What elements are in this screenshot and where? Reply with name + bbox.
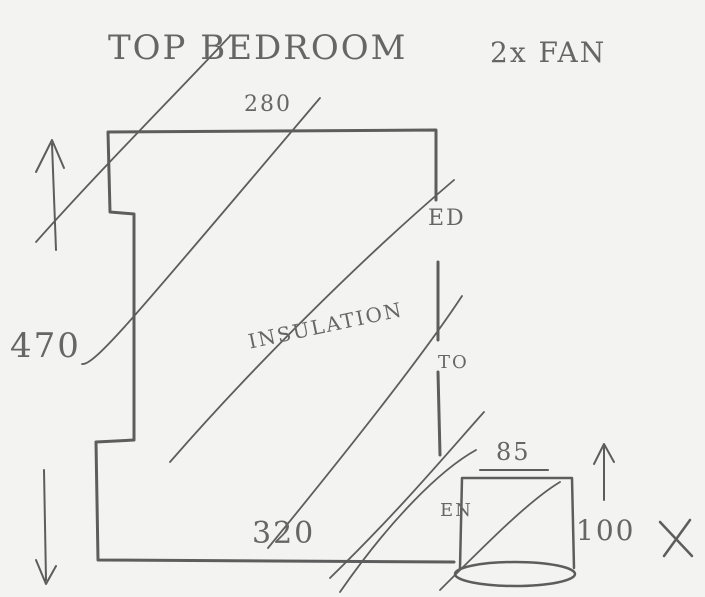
insulation-hatching xyxy=(35,35,561,593)
x-mark xyxy=(658,518,694,558)
dimension-box-height: 100 xyxy=(576,514,636,547)
dimension-top: 280 xyxy=(244,92,292,117)
dimension-right-lower: EN xyxy=(440,500,473,521)
dimension-right-mid: TO xyxy=(438,352,469,373)
dimension-box-width: 85 xyxy=(496,438,531,466)
fan-unit-circle xyxy=(453,560,577,588)
dimension-bottom: 320 xyxy=(252,516,316,551)
fan-note: 2x FAN xyxy=(490,36,607,69)
fan-unit-box xyxy=(458,476,576,570)
dimension-left: 470 xyxy=(10,326,81,366)
dimension-right-upper: ED xyxy=(428,206,466,231)
title-text: TOP BEDROOM xyxy=(108,28,408,68)
left-arrow-down xyxy=(35,469,57,585)
right-arrow-up xyxy=(593,443,615,501)
left-arrow-up xyxy=(35,139,65,251)
room-outline xyxy=(94,128,456,564)
